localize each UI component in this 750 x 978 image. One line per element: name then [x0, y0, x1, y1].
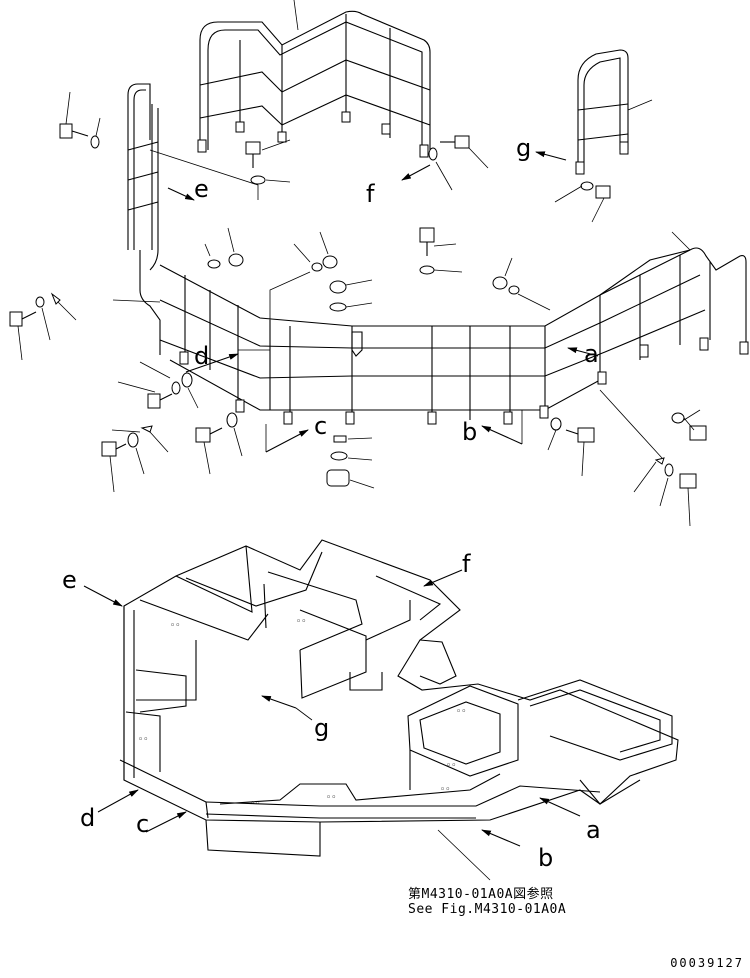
- label-g-top: g: [516, 134, 532, 162]
- drawing-number: 00039127: [670, 956, 744, 970]
- svg-text:◦◦: ◦◦: [440, 785, 451, 795]
- small-handrail-g: [575, 49, 653, 175]
- label-a-bottom: a: [586, 816, 601, 844]
- label-d-bottom: d: [80, 804, 96, 832]
- label-c-top: c: [314, 412, 328, 440]
- rear-handrail: [197, 0, 431, 158]
- label-e-bottom: e: [62, 566, 77, 594]
- svg-text:◦◦: ◦◦: [296, 617, 307, 627]
- svg-text:◦◦: ◦◦: [170, 621, 181, 631]
- label-e-top: e: [194, 175, 209, 203]
- label-f-bottom: f: [462, 550, 471, 578]
- upper-arrows: [149, 149, 599, 453]
- label-c-bottom: c: [136, 810, 150, 838]
- svg-text:◦◦: ◦◦: [456, 707, 467, 717]
- svg-text:◦◦: ◦◦: [250, 799, 261, 809]
- svg-text:◦◦: ◦◦: [446, 761, 457, 771]
- reference-note-jp: 第M4310-01A0A図参照: [408, 887, 554, 902]
- fasteners: [9, 91, 707, 527]
- label-b-top: b: [462, 418, 478, 446]
- reference-note-en: See Fig.M4310-01A0A: [408, 902, 567, 917]
- label-b-bottom: b: [538, 844, 554, 872]
- label-d-top: d: [194, 342, 210, 370]
- platform-frame: ◦◦ ◦◦ ◦◦ ◦◦ ◦◦ ◦◦ ◦◦ ◦◦: [119, 539, 679, 857]
- front-handrail: [112, 231, 749, 425]
- ladder-rail: [127, 83, 161, 355]
- svg-text:◦◦: ◦◦: [326, 793, 337, 803]
- label-a-top: a: [584, 340, 599, 368]
- label-g-bottom: g: [314, 714, 330, 742]
- lower-arrows: [83, 569, 581, 881]
- svg-text:◦◦: ◦◦: [138, 735, 149, 745]
- label-f-top: f: [366, 180, 375, 208]
